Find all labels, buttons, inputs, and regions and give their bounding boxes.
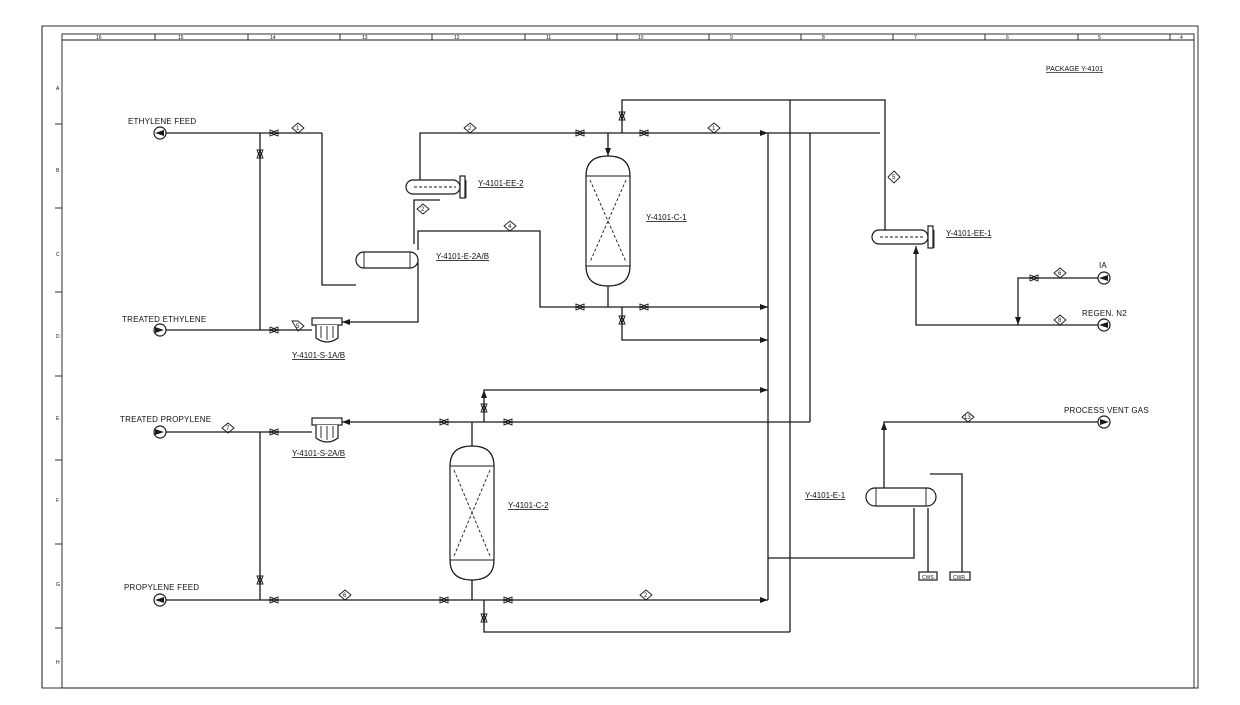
label-regen-n2: REGEN. N2 — [1082, 309, 1127, 318]
exchanger-e2ab[interactable] — [355, 251, 419, 269]
cws-label: CWS — [922, 575, 934, 581]
line-number: 7 — [226, 426, 230, 432]
valves — [256, 110, 1040, 624]
connector-regen-n2 — [1097, 318, 1111, 332]
line-number: 13 — [964, 415, 971, 421]
cws-box — [918, 571, 938, 581]
flow-arrows — [342, 130, 1021, 603]
col-label: 5 — [1098, 35, 1101, 41]
line-number: 5 — [892, 175, 896, 181]
line-number: 2 — [468, 126, 472, 132]
label-treated-ethylene: TREATED ETHYLENE — [122, 315, 206, 324]
connector-ethylene-feed — [153, 126, 167, 140]
sheet-frame — [41, 25, 1199, 689]
col-label: 10 — [638, 35, 644, 41]
drawing-border — [61, 33, 1195, 689]
row-label: E — [56, 416, 60, 422]
tag-s1ab: Y-4101-S-1A/B — [292, 351, 345, 360]
label-ia: IA — [1099, 261, 1107, 270]
tag-s2ab: Y-4101-S-2A/B — [292, 449, 345, 458]
col-label: 7 — [914, 35, 917, 41]
tag-c1: Y-4101-C-1 — [646, 213, 687, 222]
tag-ee1: Y-4101-EE-1 — [946, 229, 992, 238]
col-label: 8 — [822, 35, 825, 41]
col-label: 12 — [454, 35, 460, 41]
line-number: 1 — [296, 126, 300, 132]
column-ticks — [154, 34, 1171, 40]
line-number: 4 — [508, 224, 512, 230]
tag-e1: Y-4101-E-1 — [805, 491, 846, 500]
label-ethylene-feed: ETHYLENE FEED — [128, 117, 196, 126]
col-label: 9 — [730, 35, 733, 41]
line-number: 2 — [644, 593, 648, 599]
connector-treated-propylene — [153, 425, 167, 439]
line-number: 6 — [343, 593, 347, 599]
row-label: A — [56, 86, 60, 92]
connector-process-vent-gas — [1097, 415, 1111, 429]
line-number: 8 — [1058, 318, 1062, 324]
row-label: G — [56, 582, 60, 588]
row-ticks — [55, 123, 62, 629]
connector-ia — [1097, 271, 1111, 285]
piping — [166, 99, 1098, 633]
col-label: 13 — [362, 35, 368, 41]
heater-ee2[interactable] — [405, 175, 467, 199]
line-number: 2 — [421, 207, 425, 213]
filter-s2ab[interactable] — [311, 417, 343, 443]
col-label: 4 — [1180, 35, 1183, 41]
label-treated-propylene: TREATED PROPYLENE — [120, 415, 211, 424]
filter-s1ab[interactable] — [311, 317, 343, 343]
cwr-box — [949, 571, 971, 581]
line-number: 1 — [712, 126, 716, 132]
connector-propylene-feed — [153, 593, 167, 607]
row-label: D — [56, 334, 60, 340]
line-number-tags — [221, 122, 1067, 601]
row-label: B — [56, 168, 60, 174]
row-label: H — [56, 660, 60, 666]
col-label: 11 — [546, 35, 551, 41]
col-label: 14 — [270, 35, 276, 41]
label-propylene-feed: PROPYLENE FEED — [124, 583, 199, 592]
tag-c2: Y-4101-C-2 — [508, 501, 549, 510]
heater-ee1[interactable] — [871, 225, 935, 249]
line-number: 6 — [1058, 271, 1062, 277]
label-process-vent-gas: PROCESS VENT GAS — [1064, 406, 1149, 415]
col-label: 6 — [1006, 35, 1009, 41]
row-label: F — [56, 498, 59, 504]
exchanger-e1[interactable] — [865, 487, 937, 507]
col-label: 16 — [96, 35, 102, 41]
cwr-label: CWR — [953, 575, 965, 581]
tag-ee2: Y-4101-EE-2 — [478, 179, 524, 188]
offpage-connectors — [153, 126, 1111, 607]
line-number: 5 — [296, 324, 300, 330]
column-c2[interactable] — [449, 445, 495, 581]
package-title: PACKAGE Y-4101 — [1046, 66, 1103, 73]
col-label: 15 — [178, 35, 184, 41]
column-c1[interactable] — [585, 155, 631, 287]
connector-treated-ethylene — [153, 323, 167, 337]
tag-e2ab: Y-4101-E-2A/B — [436, 252, 489, 261]
row-label: C — [56, 252, 60, 258]
